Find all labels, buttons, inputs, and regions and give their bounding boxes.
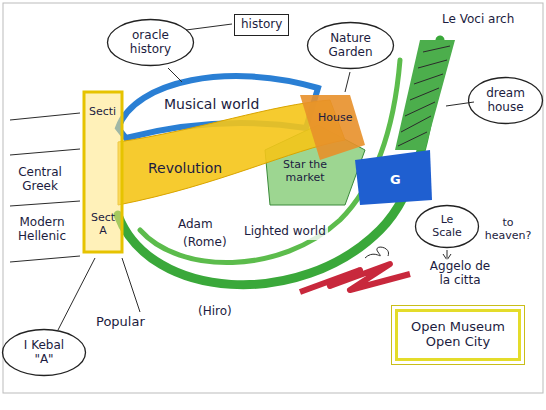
sketch-note: Aggelo de la citta: [421, 259, 499, 289]
node-text: Open Museum Open City: [408, 320, 508, 350]
museum-box: Open Museum Open City: [395, 309, 521, 361]
node-text: Sect A: [88, 212, 118, 237]
topic-box: history: [234, 14, 289, 36]
blue-block: [355, 150, 432, 205]
section-rect: [84, 92, 122, 252]
sketch-note: Popular: [94, 314, 147, 331]
node-text: Secti: [89, 106, 116, 119]
topic-circle: oracle history: [106, 18, 195, 67]
node-text: oracle history: [124, 29, 178, 57]
band-label: House: [316, 111, 354, 126]
section-label: Sect A: [86, 211, 120, 238]
green-tower: [395, 40, 455, 150]
section-label: Secti: [87, 105, 118, 120]
circle-outline: [308, 23, 394, 69]
sketch-note: Adam: [176, 217, 215, 233]
node-text: Musical world: [164, 96, 259, 112]
sketch-squiggle: [365, 247, 389, 258]
sketch-note: Central Greek: [10, 165, 70, 195]
circle-outline: [469, 78, 543, 124]
red-zigzag: [300, 264, 410, 292]
block-label: G: [388, 172, 403, 189]
topic-circle: dream house: [467, 76, 544, 125]
node-text: Nature Garden: [324, 32, 378, 60]
node-text: Star the market: [274, 159, 336, 184]
node-text: G: [390, 173, 401, 188]
topic-circle: I Kebal "A": [1, 328, 87, 377]
hatching: [398, 46, 450, 146]
topic-circle: Nature Garden: [306, 21, 395, 70]
node-text: Le Scale: [428, 214, 466, 239]
sketch-line: [10, 113, 80, 262]
band-label: Revolution: [146, 159, 224, 177]
node-text: I Kebal "A": [18, 339, 70, 367]
circle-outline: [3, 330, 86, 376]
card-edge: [3, 3, 543, 393]
sketch-note: (Rome): [181, 235, 229, 251]
node-text: Revolution: [148, 160, 222, 176]
node-text: history: [241, 18, 282, 32]
sketch-note: Lighted world: [242, 224, 328, 240]
node-text: House: [318, 112, 352, 125]
sketch-note: Modern Hellenic: [9, 215, 75, 245]
band-label: Musical world: [162, 95, 261, 113]
sketch-note: Le Voci arch: [440, 12, 516, 28]
orange-patch: [300, 95, 365, 160]
leader-line: [58, 24, 474, 330]
circle-outline: [108, 20, 194, 66]
band-label: Star the market: [272, 158, 338, 185]
sketch-note: (Hiro): [196, 304, 234, 320]
node-text: dream house: [483, 87, 529, 115]
green-arc: [118, 40, 440, 285]
sketch-note: to heaven?: [480, 216, 536, 243]
circle-outline: [416, 206, 479, 248]
topic-circle: Le Scale: [414, 204, 480, 249]
